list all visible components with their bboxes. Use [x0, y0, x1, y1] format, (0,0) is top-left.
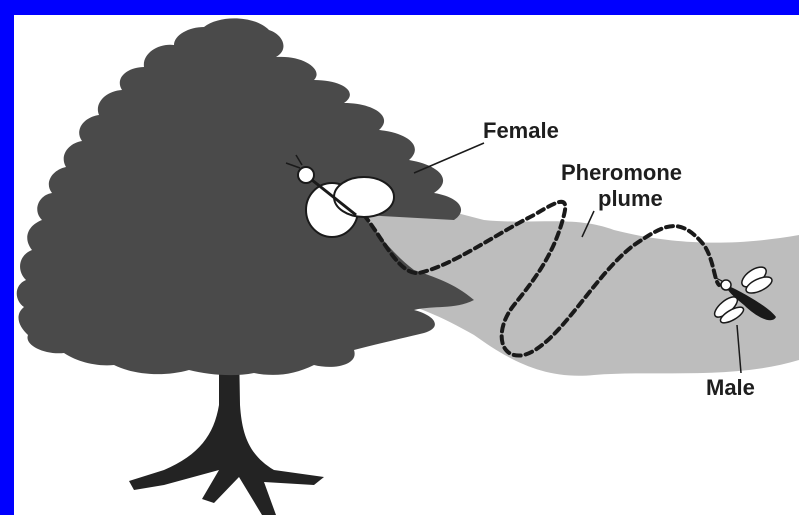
tree-icon: [17, 18, 474, 375]
pheromone-diagram: Female Pheromone plume Male: [14, 15, 799, 515]
female-leader-line: [414, 143, 484, 173]
pheromone-label-line1: Pheromone: [561, 160, 682, 185]
pheromone-label-line2: plume: [598, 186, 663, 211]
male-label: Male: [706, 375, 755, 400]
diagram-frame: Female Pheromone plume Male: [14, 15, 799, 515]
female-label: Female: [483, 118, 559, 143]
